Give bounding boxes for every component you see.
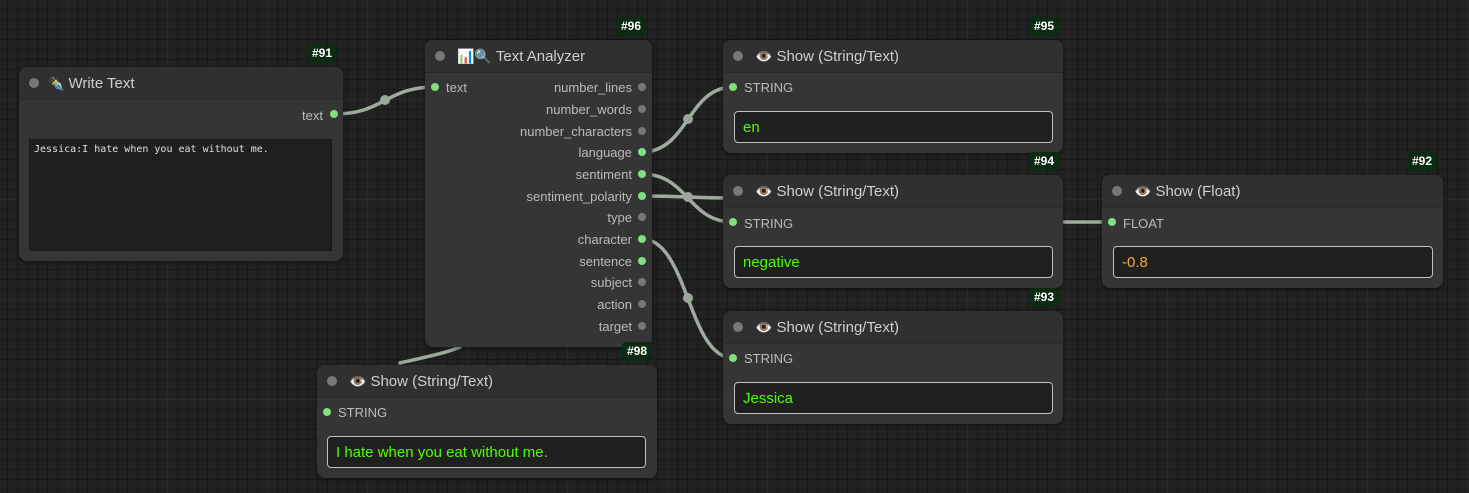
input-slot-string[interactable]: [729, 83, 737, 91]
input-slot-text[interactable]: [431, 83, 439, 91]
output-slot-sentence[interactable]: [638, 257, 646, 265]
input-label-text: text: [446, 80, 467, 95]
collapse-toggle[interactable]: [733, 51, 743, 61]
output-label-number-lines: number_lines: [553, 80, 632, 95]
node-header[interactable]: 👁️Show (String/Text): [723, 311, 1063, 344]
output-label-sentiment: sentiment: [575, 167, 632, 182]
output-label-sentence: sentence: [579, 254, 632, 269]
input-slot-string[interactable]: [729, 354, 737, 362]
output-slot-target[interactable]: [638, 322, 646, 330]
chart-magnifier-icon: 📊🔍: [457, 48, 492, 64]
node-title: 👁️Show (String/Text): [755, 183, 899, 200]
show-float-node-92[interactable]: 👁️Show (Float) FLOAT -0.8: [1102, 175, 1443, 288]
output-label-text: text: [302, 108, 323, 123]
output-slot-text[interactable]: [330, 110, 338, 118]
node-header[interactable]: 📊🔍Text Analyzer: [425, 40, 652, 73]
text-analyzer-node[interactable]: 📊🔍Text Analyzer text number_lines number…: [425, 40, 652, 347]
output-label-character: character: [577, 232, 632, 247]
node-id-badge: #93: [1029, 288, 1060, 307]
link-reroute-dot: [380, 95, 390, 105]
eye-icon: 👁️: [349, 373, 367, 389]
link-reroute-dot: [683, 293, 693, 303]
input-label-string: STRING: [338, 405, 388, 420]
node-id-badge: #98: [622, 342, 653, 361]
node-header[interactable]: 👁️Show (String/Text): [723, 40, 1063, 73]
node-title: 👁️Show (Float): [1134, 183, 1241, 200]
output-slot-number-lines[interactable]: [638, 83, 646, 91]
output-value-display[interactable]: en: [734, 111, 1053, 143]
input-label-string: STRING: [744, 216, 794, 231]
collapse-toggle[interactable]: [327, 376, 337, 386]
output-slot-subject[interactable]: [638, 278, 646, 286]
node-title: ✒️Write Text: [47, 75, 135, 92]
node-header[interactable]: ✒️Write Text: [19, 67, 343, 100]
eye-icon: 👁️: [755, 48, 773, 64]
link-reroute-dot: [683, 192, 693, 202]
input-label-string: STRING: [744, 351, 794, 366]
write-text-node[interactable]: ✒️Write Text text Jessica:I hate when yo…: [19, 67, 343, 261]
input-slot-string[interactable]: [729, 218, 737, 226]
output-slot-character[interactable]: [638, 235, 646, 243]
output-slot-sentiment-polarity[interactable]: [638, 192, 646, 200]
collapse-toggle[interactable]: [1112, 186, 1122, 196]
node-header[interactable]: 👁️Show (Float): [1102, 175, 1443, 208]
pen-icon: ✒️: [47, 75, 65, 91]
node-id-badge: #96: [616, 17, 647, 36]
output-label-language: language: [578, 145, 633, 160]
node-title: 👁️Show (String/Text): [755, 48, 899, 65]
output-label-type: type: [607, 210, 632, 225]
node-id-badge: #95: [1029, 17, 1060, 36]
input-label-float: FLOAT: [1123, 216, 1164, 231]
output-slot-sentiment[interactable]: [638, 170, 646, 178]
show-string-node-94[interactable]: 👁️Show (String/Text) STRING negative: [723, 175, 1063, 288]
node-title: 👁️Show (String/Text): [755, 319, 899, 336]
show-string-node-98[interactable]: 👁️Show (String/Text) STRING I hate when …: [317, 365, 657, 478]
link-reroute-dot: [683, 114, 693, 124]
output-slot-number-characters[interactable]: [638, 127, 646, 135]
node-header[interactable]: 👁️Show (String/Text): [723, 175, 1063, 208]
eye-icon: 👁️: [755, 183, 773, 199]
node-title: 👁️Show (String/Text): [349, 373, 493, 390]
output-value-display[interactable]: Jessica: [734, 382, 1053, 414]
output-label-number-characters: number_characters: [520, 124, 632, 139]
output-value-display[interactable]: -0.8: [1113, 246, 1433, 278]
node-id-badge: #91: [307, 44, 338, 63]
output-label-number-words: number_words: [546, 102, 632, 117]
node-id-badge: #92: [1407, 152, 1438, 171]
output-label-target: target: [598, 319, 632, 334]
collapse-toggle[interactable]: [733, 322, 743, 332]
input-label-string: STRING: [744, 80, 794, 95]
input-slot-float[interactable]: [1108, 218, 1116, 226]
input-slot-string[interactable]: [323, 408, 331, 416]
output-value-display[interactable]: negative: [734, 246, 1053, 278]
node-title: 📊🔍Text Analyzer: [457, 48, 586, 65]
output-slot-language[interactable]: [638, 148, 646, 156]
output-slot-number-words[interactable]: [638, 105, 646, 113]
text-input-area[interactable]: Jessica:I hate when you eat without me.: [29, 139, 332, 251]
output-label-action: action: [597, 297, 632, 312]
collapse-toggle[interactable]: [29, 78, 39, 88]
output-slot-action[interactable]: [638, 300, 646, 308]
link-sentence-to-show-98: [398, 345, 462, 365]
output-slot-type[interactable]: [638, 213, 646, 221]
output-label-sentiment-polarity: sentiment_polarity: [526, 189, 633, 204]
collapse-toggle[interactable]: [733, 186, 743, 196]
collapse-toggle[interactable]: [435, 51, 445, 61]
eye-icon: 👁️: [1134, 183, 1152, 199]
node-header[interactable]: 👁️Show (String/Text): [317, 365, 657, 398]
output-label-subject: subject: [590, 275, 632, 290]
show-string-node-93[interactable]: 👁️Show (String/Text) STRING Jessica: [723, 311, 1063, 424]
node-id-badge: #94: [1029, 152, 1060, 171]
eye-icon: 👁️: [755, 319, 773, 335]
show-string-node-95[interactable]: 👁️Show (String/Text) STRING en: [723, 40, 1063, 153]
output-value-display[interactable]: I hate when you eat without me.: [327, 436, 646, 468]
